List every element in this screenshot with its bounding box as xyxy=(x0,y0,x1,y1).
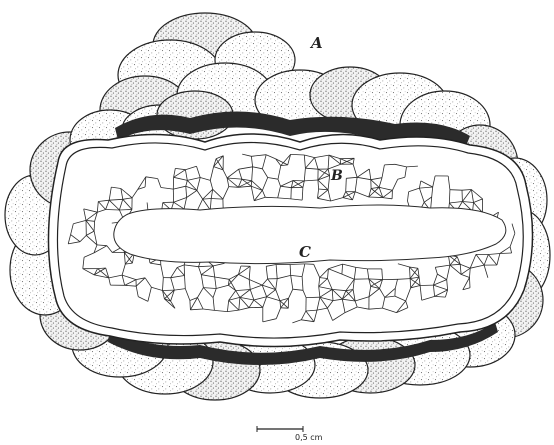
label-A: A xyxy=(309,34,323,52)
crystal-edge xyxy=(470,278,471,288)
crystal-edge xyxy=(106,210,120,211)
crystal-edge xyxy=(251,181,252,186)
scale-bar: 0,5 cm xyxy=(257,426,323,442)
crystal-edge xyxy=(449,190,450,203)
crystal-edge xyxy=(500,253,512,254)
label-B: B xyxy=(330,168,343,184)
crystal-edge xyxy=(119,210,131,211)
crystal-edge xyxy=(94,221,95,231)
label-C: C xyxy=(299,243,311,261)
crystal-edge xyxy=(190,301,191,310)
crystal-edge xyxy=(450,190,462,191)
scale-bar-label: 0,5 cm xyxy=(295,433,323,442)
